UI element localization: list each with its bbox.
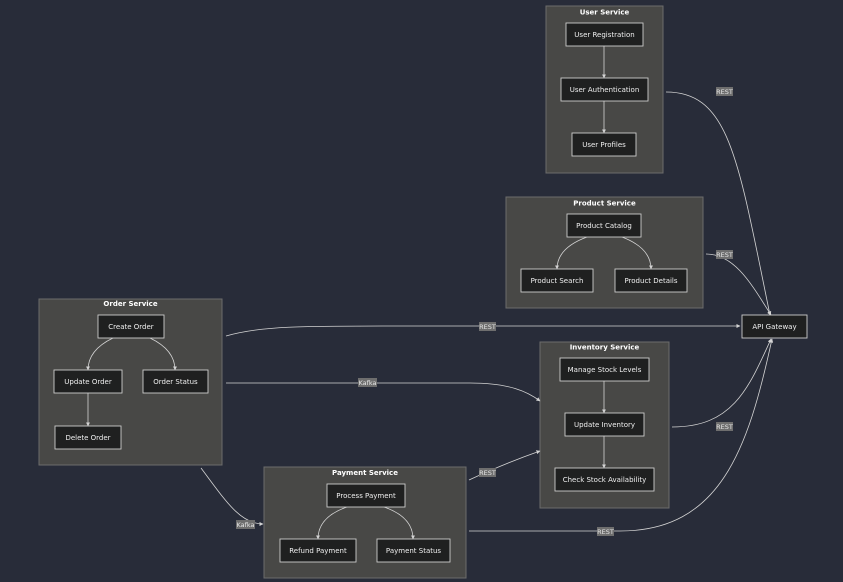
node-order-status[interactable]: Order Status bbox=[142, 369, 209, 394]
edge-label-order-to-gateway: REST bbox=[479, 322, 496, 331]
node-label: Process Payment bbox=[336, 492, 396, 500]
node-label: Delete Order bbox=[65, 434, 110, 442]
node-check-stock-availability[interactable]: Check Stock Availability bbox=[554, 467, 655, 492]
node-user-profiles[interactable]: User Profiles bbox=[571, 132, 637, 157]
node-label: Check Stock Availability bbox=[563, 476, 647, 484]
node-label: Refund Payment bbox=[289, 547, 347, 555]
node-update-order[interactable]: Update Order bbox=[53, 369, 123, 394]
edge-catalog-to-search bbox=[555, 236, 588, 270]
edge-label-text: REST bbox=[597, 528, 614, 536]
edge-label-inventory-to-gateway: REST bbox=[716, 422, 733, 431]
node-process-payment[interactable]: Process Payment bbox=[326, 483, 406, 508]
edge-create-to-status bbox=[149, 337, 177, 371]
edge-process-to-status bbox=[383, 506, 415, 540]
edge-label-text: REST bbox=[479, 469, 496, 477]
node-label: Product Search bbox=[531, 277, 584, 285]
edge-create-to-update bbox=[86, 337, 114, 371]
cluster-title-user-service: User Service bbox=[580, 9, 630, 17]
node-api-gateway[interactable]: API Gateway bbox=[741, 314, 808, 339]
node-label: Update Order bbox=[64, 378, 112, 386]
edge-user-to-gateway bbox=[665, 91, 772, 316]
node-refund-payment[interactable]: Refund Payment bbox=[279, 538, 357, 563]
node-label: Product Catalog bbox=[576, 222, 632, 230]
edge-labels: REST REST REST Kafka Kafka REST REST RE bbox=[236, 87, 733, 536]
edge-order-to-inventory bbox=[226, 382, 541, 402]
edge-label-text: REST bbox=[479, 323, 496, 331]
edge-label-text: REST bbox=[716, 423, 733, 431]
edge-label-text: Kafka bbox=[236, 521, 254, 529]
node-label: Product Details bbox=[624, 277, 677, 285]
node-label: Order Status bbox=[153, 378, 198, 386]
edge-payment-to-inventory bbox=[468, 450, 541, 481]
node-label: User Authentication bbox=[570, 86, 640, 94]
edge-label-order-to-inventory: Kafka bbox=[358, 378, 377, 387]
node-label: Manage Stock Levels bbox=[568, 366, 642, 374]
node-label: API Gateway bbox=[752, 323, 796, 331]
edge-label-text: REST bbox=[716, 251, 733, 259]
node-product-details[interactable]: Product Details bbox=[614, 268, 688, 293]
node-user-authentication[interactable]: User Authentication bbox=[560, 77, 649, 102]
edge-label-text: REST bbox=[716, 88, 733, 96]
edge-label-text: Kafka bbox=[358, 379, 376, 387]
edge-payment-to-gateway bbox=[469, 338, 774, 532]
edge-label-payment-to-inventory: REST bbox=[479, 468, 496, 477]
edges bbox=[86, 46, 774, 540]
cluster-title-inventory-service: Inventory Service bbox=[570, 344, 640, 352]
node-user-registration[interactable]: User Registration bbox=[565, 22, 644, 47]
nodes: User Registration User Authentication Us… bbox=[53, 22, 808, 563]
edge-order-to-gateway bbox=[225, 324, 741, 337]
edge-label-payment-to-gateway: REST bbox=[597, 527, 614, 536]
node-update-inventory[interactable]: Update Inventory bbox=[564, 412, 645, 437]
edge-label-product-to-gateway: REST bbox=[716, 250, 733, 259]
edge-label-order-to-payment: Kafka bbox=[236, 520, 255, 529]
node-product-search[interactable]: Product Search bbox=[520, 268, 594, 293]
node-label: Update Inventory bbox=[574, 421, 635, 429]
node-manage-stock-levels[interactable]: Manage Stock Levels bbox=[559, 357, 650, 382]
node-label: User Profiles bbox=[582, 141, 626, 149]
node-label: Create Order bbox=[108, 323, 153, 331]
node-label: Payment Status bbox=[386, 547, 442, 555]
node-product-catalog[interactable]: Product Catalog bbox=[566, 213, 642, 238]
cluster-title-order-service: Order Service bbox=[103, 300, 157, 308]
edge-order-to-payment bbox=[200, 467, 264, 526]
edge-inventory-to-gateway bbox=[671, 338, 772, 428]
edge-process-to-refund bbox=[316, 506, 348, 540]
edge-catalog-to-details bbox=[621, 236, 653, 270]
cluster-title-payment-service: Payment Service bbox=[332, 469, 398, 477]
edge-product-to-gateway bbox=[705, 253, 772, 316]
node-label: User Registration bbox=[574, 31, 634, 39]
node-create-order[interactable]: Create Order bbox=[97, 314, 165, 339]
node-payment-status[interactable]: Payment Status bbox=[376, 538, 451, 563]
cluster-title-product-service: Product Service bbox=[573, 200, 636, 208]
edge-label-user-to-gateway: REST bbox=[716, 87, 733, 96]
node-delete-order[interactable]: Delete Order bbox=[54, 425, 122, 450]
